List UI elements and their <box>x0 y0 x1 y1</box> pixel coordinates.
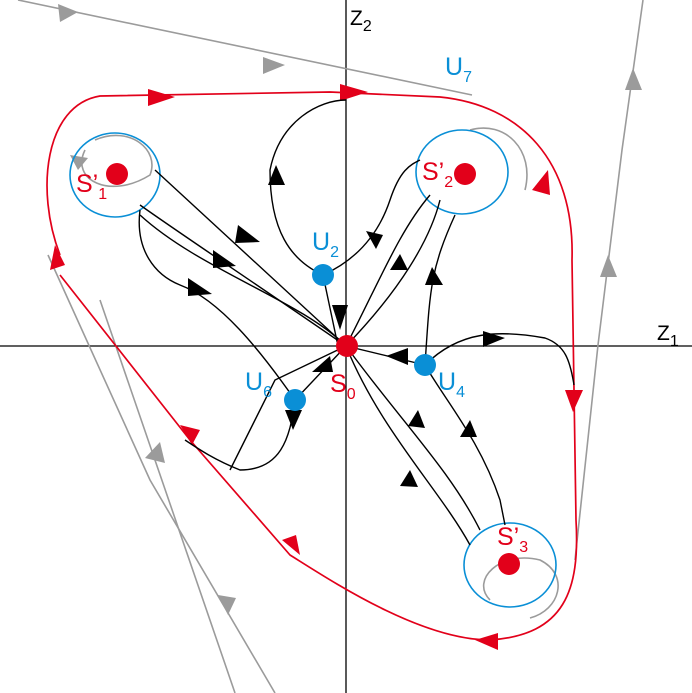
u2-label: U2 <box>312 228 339 261</box>
u6-label: U6 <box>245 368 272 401</box>
s0-label: S0 <box>330 370 356 403</box>
red-separatrix <box>46 91 578 641</box>
gray-arrows <box>58 4 642 615</box>
s3-label: S’3 <box>497 523 528 556</box>
u4-point <box>414 354 436 376</box>
u2-point <box>312 264 334 286</box>
s2-point <box>454 163 476 185</box>
s3-point <box>498 553 520 575</box>
black-arrows <box>188 165 505 487</box>
red-arrows <box>50 84 583 650</box>
z2-axis-label: Z2 <box>350 7 372 35</box>
s1-point <box>106 163 128 185</box>
s0-point <box>336 335 358 357</box>
blue-cycles <box>69 129 557 608</box>
u4-label: U4 <box>438 368 465 401</box>
u7-label: U7 <box>445 53 472 86</box>
z1-axis-label: Z1 <box>657 322 679 350</box>
black-trajectories <box>138 99 575 546</box>
s1-label: S’1 <box>76 170 107 203</box>
u6-point <box>284 389 306 411</box>
s2-label: S’2 <box>422 158 453 191</box>
